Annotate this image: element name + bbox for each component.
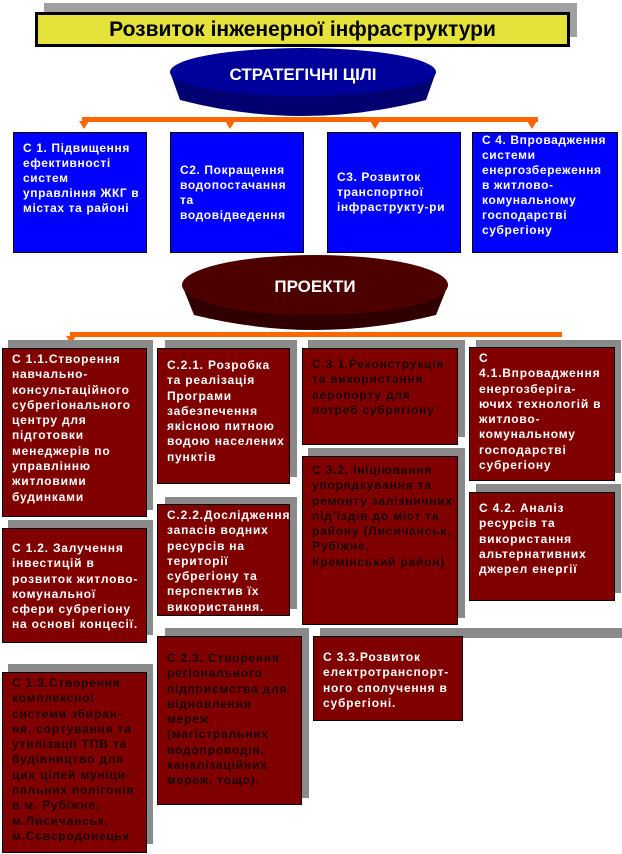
project-c1-3: С 1.3.Створення комплексної системи збир… <box>2 672 147 853</box>
project-c1-2: С 1.2. Залучення інвестицій в розвиток ж… <box>2 528 147 643</box>
strategic-goals-label: СТРАТЕГІЧНІ ЦІЛІ <box>229 65 377 84</box>
goal-c3: С3. Розвиток транспортної інфраструкту-р… <box>327 132 461 253</box>
connector-line <box>70 332 562 337</box>
project-c2-3: С 2.3. Створення регіонального підприємс… <box>157 636 302 805</box>
projects-label: ПРОЕКТИ <box>274 277 356 296</box>
box-shadow <box>320 628 622 638</box>
goal-c1: С 1. Підвищення ефективності систем упра… <box>13 132 147 253</box>
projects-oval <box>182 255 448 330</box>
connector-line <box>82 117 538 122</box>
project-c3-3: С 3.3.Розвиток електротранспорт-ного спо… <box>313 636 463 721</box>
project-c4-2: С 4.2. Аналіз ресурсів та використання а… <box>469 492 615 601</box>
arrow-down-icon <box>79 121 89 129</box>
project-c2-1: С.2.1. Розробка та реалізація Програми з… <box>157 348 290 484</box>
page-title: Розвиток інженерної інфраструктури <box>35 12 570 47</box>
project-c3-1: С.3.1.Реконструкція та використання аеро… <box>302 348 458 445</box>
project-c3-2: С 3.2. Ініціювання упорядкування та ремо… <box>302 456 458 625</box>
strategic-goals-oval <box>170 48 436 116</box>
arrow-down-icon <box>225 121 235 129</box>
arrow-down-icon <box>370 121 380 129</box>
project-c4-1: С 4.1.Впровадження енергозберіга-ючих те… <box>469 347 615 481</box>
arrow-down-icon <box>527 121 537 129</box>
project-c1-1: С 1.1.Створення навчально-консультаційно… <box>2 348 147 517</box>
goal-c4: С 4. Впровадження системи енергозбережен… <box>472 132 618 253</box>
project-c2-2: С.2.2.Дослідження запасів водних ресурсі… <box>157 504 290 616</box>
goal-c2: С2. Покращення водопостачання та водовід… <box>170 132 304 253</box>
